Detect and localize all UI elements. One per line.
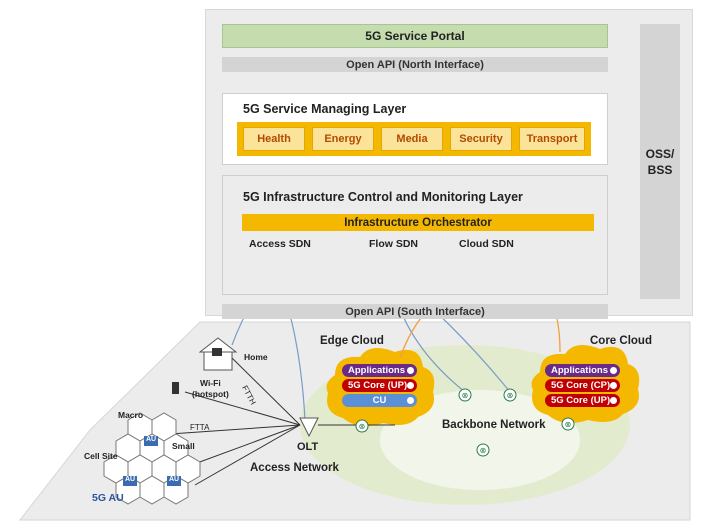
olt-icon (299, 417, 319, 438)
cell-hex-grid (103, 412, 201, 505)
home-label: Home (244, 352, 268, 362)
service-bar: Health Energy Media Security Transport (237, 122, 591, 156)
au-label: AU (169, 476, 180, 483)
service-managing-layer: 5G Service Managing Layer Health Energy … (222, 93, 608, 165)
svg-text:⊗: ⊗ (480, 446, 487, 455)
au-label: AU (125, 476, 136, 483)
pill-label: 5G Core (UP) (348, 380, 408, 391)
pill-label: 5G Core (CP) (551, 380, 611, 391)
oss-bss-box[interactable]: OSS/BSS (640, 24, 680, 299)
service-health[interactable]: Health (243, 127, 305, 151)
wifi-hotspot-icon (172, 382, 179, 394)
svg-text:⊗: ⊗ (359, 422, 366, 431)
access-network-label: Access Network (250, 462, 339, 474)
svg-text:⊗: ⊗ (462, 391, 469, 400)
pill-label: Applications (551, 365, 609, 376)
router-icon: ⊗ (458, 388, 472, 402)
south-api-bar: Open API (South Interface) (222, 304, 608, 319)
core-5g-core-up[interactable]: 5G Core (UP) (545, 394, 620, 407)
core-cloud-title: Core Cloud (590, 335, 652, 347)
home-icon (198, 337, 238, 371)
service-media[interactable]: Media (381, 127, 443, 151)
ftth-line (231, 357, 301, 426)
edge-cu[interactable]: CU (342, 394, 417, 407)
small-line-2 (194, 424, 301, 486)
service-energy[interactable]: Energy (312, 127, 374, 151)
access-sdn-label: Access SDN (249, 238, 311, 250)
au-box (167, 476, 181, 486)
pill-label: CU (372, 395, 387, 406)
olt-label: OLT (297, 441, 319, 453)
router-icon: ⊗ (355, 419, 369, 433)
edge-5g-core-up[interactable]: 5G Core (UP) (342, 379, 417, 392)
router-icon: ⊗ (503, 388, 517, 402)
flow-sdn-label: Flow SDN (369, 238, 418, 250)
oss-label: OSS/ (645, 146, 675, 161)
small-label: Small (172, 441, 195, 451)
au-box (123, 476, 137, 486)
control-layer-title: 5G Infrastructure Control and Monitoring… (243, 190, 523, 204)
pill-label: 5G Core (UP) (551, 395, 611, 406)
wifi-label-1: Wi-Fi (200, 378, 221, 388)
backbone-ellipse (380, 390, 580, 490)
core-5g-core-cp[interactable]: 5G Core (CP) (545, 379, 620, 392)
backbone-network-label: Backbone Network (442, 419, 546, 431)
edge-cloud-title: Edge Cloud (320, 335, 384, 347)
infrastructure-orchestrator[interactable]: Infrastructure Orchestrator (242, 214, 594, 231)
managing-layer-title: 5G Service Managing Layer (243, 102, 407, 116)
service-portal[interactable]: 5G Service Portal (222, 24, 608, 48)
cell-site-label: Cell Site (84, 451, 118, 461)
svg-text:⊗: ⊗ (565, 420, 572, 429)
5g-au-label: 5G AU (92, 492, 124, 504)
macro-label: Macro (118, 410, 144, 420)
wifi-line (184, 391, 301, 426)
pill-label: Applications (348, 365, 406, 376)
router-icon: ⊗ (561, 417, 575, 431)
ftta-label: FTTA (190, 423, 210, 432)
edge-applications[interactable]: Applications (342, 364, 417, 377)
core-applications[interactable]: Applications (545, 364, 620, 377)
wifi-label-2: (hotspot) (192, 389, 229, 399)
router-icon: ⊗ (476, 443, 490, 457)
service-security[interactable]: Security (450, 127, 512, 151)
cloud-sdn-label: Cloud SDN (459, 238, 514, 250)
svg-text:⊗: ⊗ (507, 391, 514, 400)
au-box (144, 436, 158, 446)
bss-label: BSS (647, 162, 673, 177)
control-monitoring-layer: 5G Infrastructure Control and Monitoring… (222, 175, 608, 295)
service-transport[interactable]: Transport (519, 127, 585, 151)
north-api-bar: Open API (North Interface) (222, 57, 608, 72)
au-label: AU (146, 436, 157, 443)
ftta-line (169, 424, 301, 435)
